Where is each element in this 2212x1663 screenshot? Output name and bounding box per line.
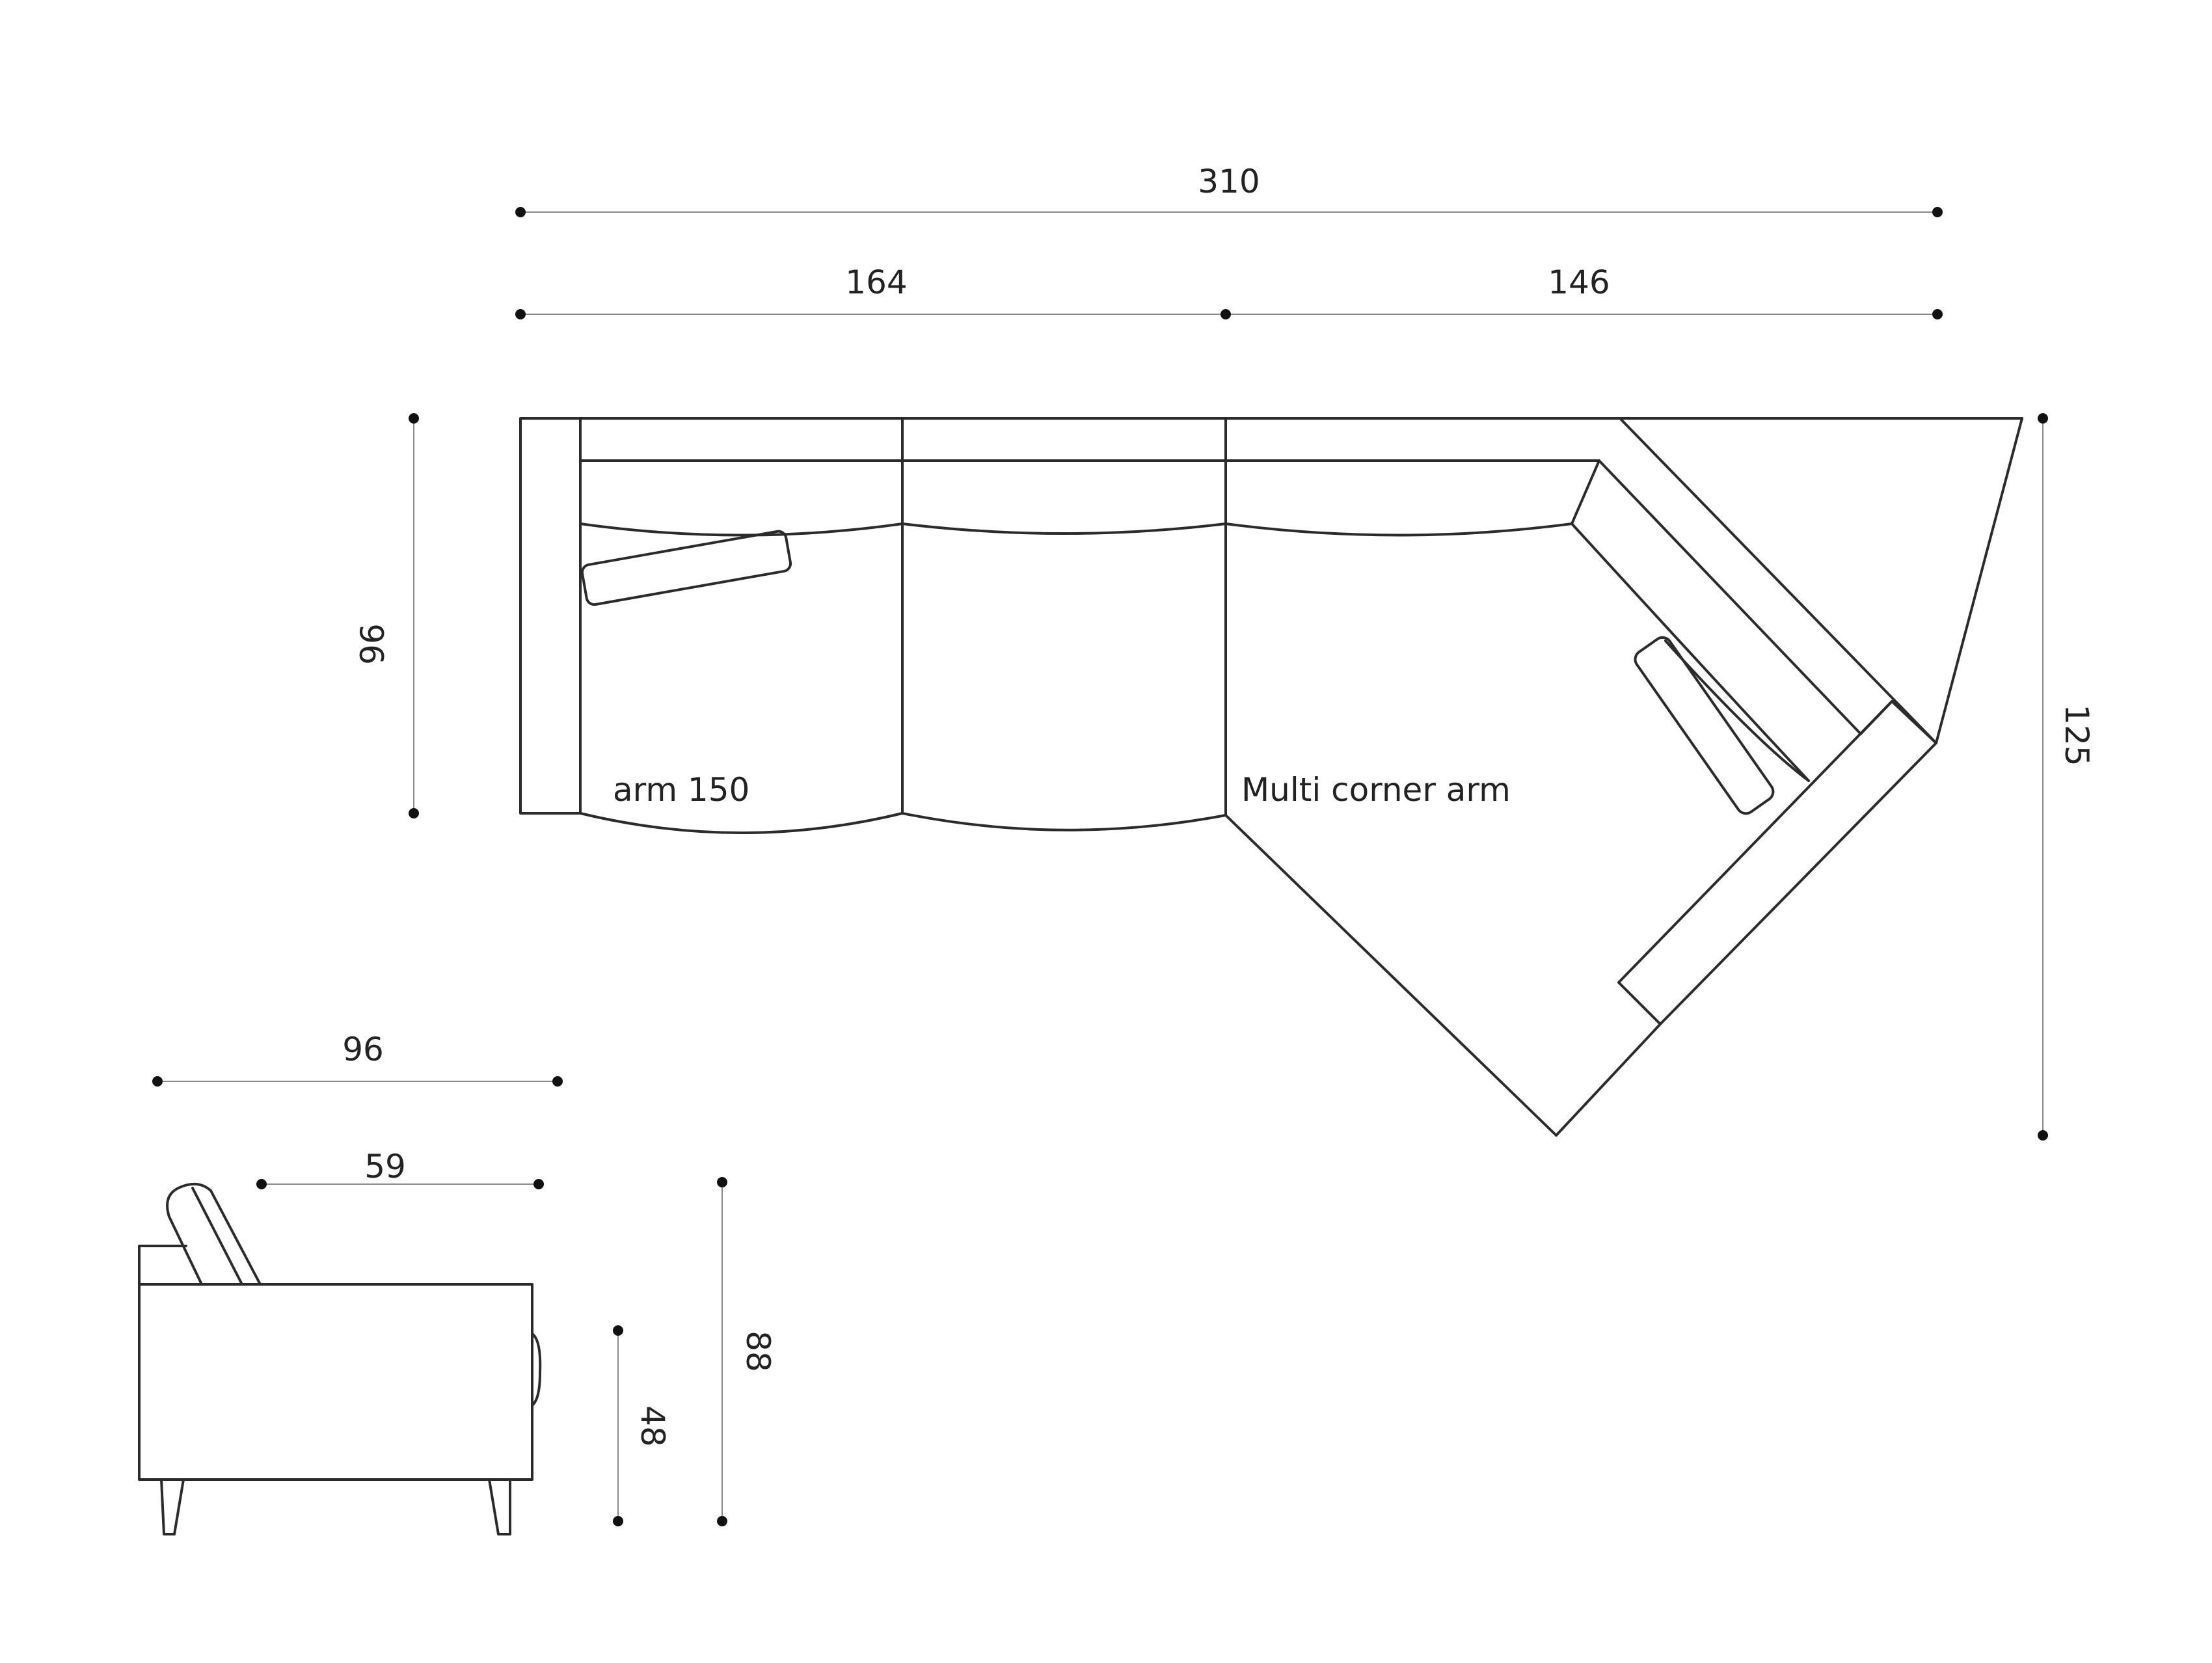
- module-label-arm: arm 150: [613, 771, 749, 809]
- dimension-seat-depth: 59: [256, 1148, 544, 1189]
- side-leg-back: [488, 1478, 511, 1535]
- side-body: [138, 1283, 533, 1481]
- dimension-side-depth-label: 96: [342, 1031, 384, 1068]
- dimension-left-width-label: 164: [845, 264, 907, 301]
- dimension-section-widths: 164 146: [515, 264, 1943, 319]
- left-armrest: [519, 417, 582, 815]
- side-back-cushion: [166, 1183, 262, 1286]
- sofa-side-view: [138, 1183, 542, 1535]
- dimension-seat-depth-label: 59: [364, 1148, 406, 1185]
- dimension-corner-depth: 125: [2038, 413, 2096, 1141]
- module-label-corner: Multi corner arm: [1241, 771, 1511, 809]
- dimension-right-width-label: 146: [1548, 264, 1610, 301]
- dimension-depth: 96: [354, 413, 419, 818]
- dimension-total-height: 88: [717, 1177, 777, 1526]
- dimension-depth-label: 96: [354, 623, 392, 665]
- side-leg-front: [160, 1478, 185, 1535]
- dimension-side-depth: 96: [152, 1031, 563, 1087]
- dimension-corner-depth-label: 125: [2058, 704, 2096, 766]
- dimension-total-width: 310: [515, 163, 1943, 217]
- throw-pillow-corner: [1634, 636, 1775, 815]
- throw-pillow-left: [580, 530, 792, 606]
- dimension-seat-height-label: 48: [634, 1405, 671, 1447]
- dimension-total-height-label: 88: [739, 1331, 777, 1372]
- dimension-seat-height: 48: [613, 1325, 671, 1526]
- dimension-total-width-label: 310: [1198, 163, 1260, 200]
- sofa-top-view: arm 150 Multi corner arm: [519, 417, 2023, 1137]
